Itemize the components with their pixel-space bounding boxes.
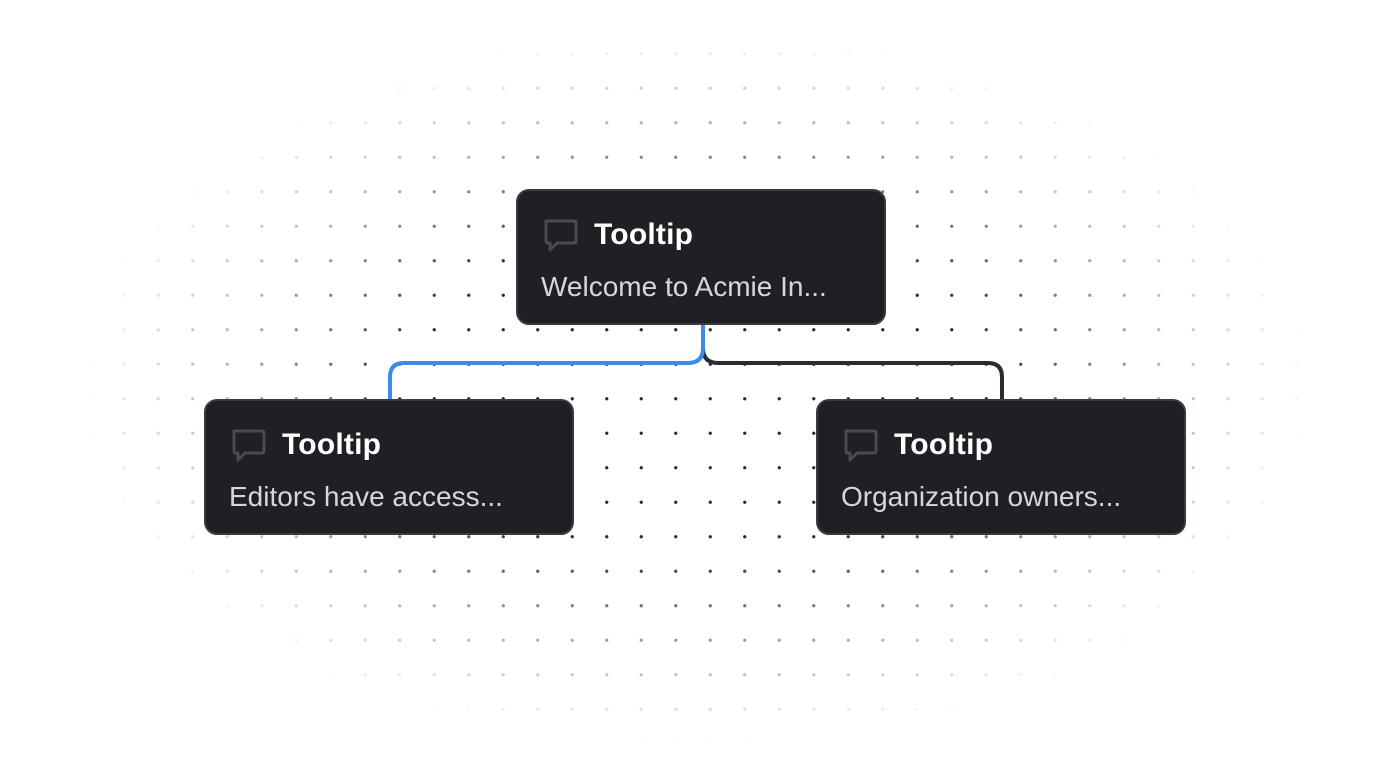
node-header: Tooltip — [228, 425, 381, 465]
node-title: Tooltip — [282, 428, 382, 461]
edge-root-to-left[interactable] — [388, 324, 705, 402]
node-description: Editors have access... — [229, 481, 503, 512]
chat-bubble-icon — [844, 429, 878, 462]
chat-bubble-icon — [232, 429, 266, 462]
node-description: Organization owners... — [841, 481, 1122, 512]
node-header: Tooltip — [840, 425, 993, 465]
node-title: Tooltip — [594, 218, 694, 251]
node-description: Welcome to Acmie In... — [541, 271, 827, 302]
chat-bubble-icon — [544, 219, 578, 252]
tooltip-node-right[interactable]: Tooltip Organization owners... — [816, 399, 1186, 535]
tooltip-node-left[interactable]: Tooltip Editors have access... — [204, 399, 574, 535]
edge-root-to-right[interactable] — [701, 324, 1004, 402]
node-header: Tooltip — [540, 215, 693, 255]
node-title: Tooltip — [894, 428, 994, 461]
tooltip-node-root[interactable]: Tooltip Welcome to Acmie In... — [516, 189, 886, 325]
